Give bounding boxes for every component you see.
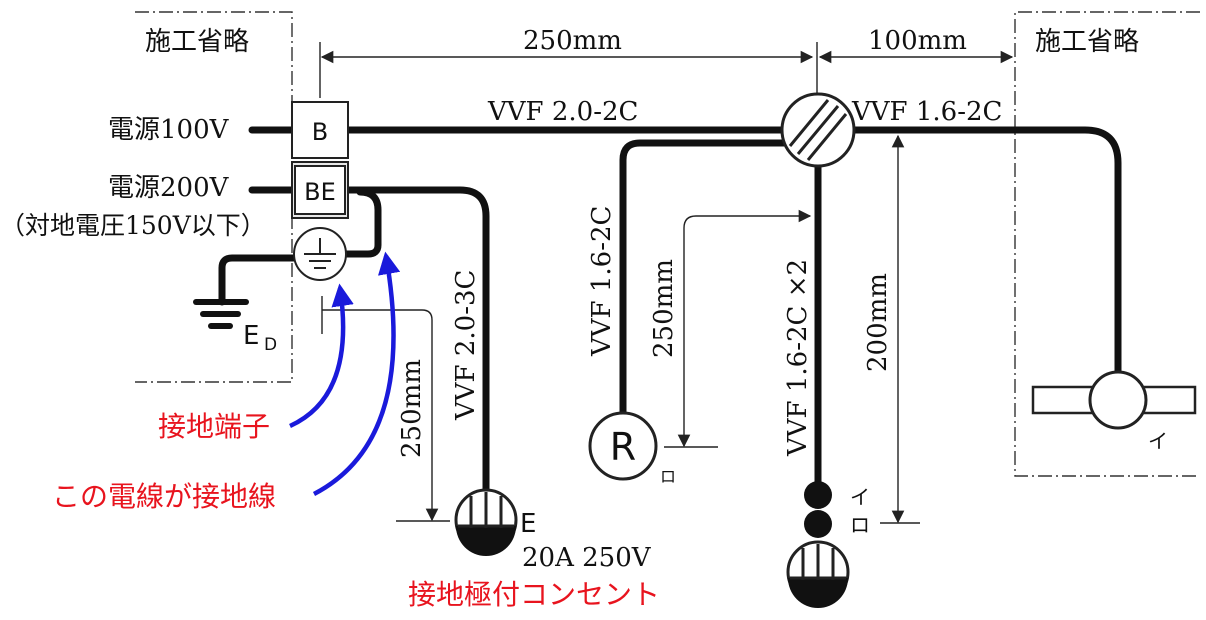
switch-ro — [804, 510, 832, 538]
earth-type-label: E — [243, 321, 259, 351]
power-200v-label: 電源200V — [108, 173, 230, 203]
dim-line-outlet-250 — [322, 309, 439, 522]
cable-label-receptacle: VVF 1.6-2C — [587, 206, 617, 357]
dim-label-top-100: 100mm — [868, 26, 967, 56]
dim-label-receptacle-250: 250mm — [649, 259, 679, 358]
callout-outlet: 接地極付コンセント — [408, 578, 660, 611]
breaker-b-label: B — [312, 118, 328, 146]
omitted-region-right — [1014, 11, 1200, 477]
cable-label-main: VVF 2.0-2C — [487, 97, 638, 127]
outlet-rating: 20A 250V — [522, 543, 652, 573]
callout-arrow-wire — [312, 251, 401, 496]
callout-arrow-terminal — [289, 283, 354, 429]
wire-ground — [218, 254, 300, 306]
callout-terminal: 接地端子 — [158, 410, 270, 443]
callout-wire: この電線が接地線 — [52, 480, 276, 513]
lamp-tag: イ — [1148, 429, 1168, 453]
dim-label-switch-200: 200mm — [863, 273, 893, 372]
omitted-label-right: 施工省略 — [1035, 27, 1139, 57]
earth-type-subscript: D — [264, 335, 277, 355]
lamp-circle — [1088, 370, 1148, 430]
receptacle-tag: ロ — [660, 467, 676, 486]
omitted-label-left: 施工省略 — [145, 27, 249, 57]
breaker-b-box — [291, 101, 349, 159]
junction-hatch-1 — [788, 99, 830, 147]
breaker-be-label: BE — [304, 178, 336, 206]
switch-i — [804, 481, 832, 509]
power-200v-note: （対地電圧150V以下） — [0, 211, 266, 240]
switch-tag-ro: ロ — [850, 513, 870, 537]
outlet-lower-fill — [788, 578, 848, 608]
breaker-be-inner — [294, 165, 346, 215]
dim-label-outlet-250: 250mm — [397, 359, 427, 458]
outlet-e-label: E — [520, 509, 536, 539]
junction-hatch-2 — [796, 105, 840, 155]
earthed-outlet-fill — [456, 526, 516, 556]
wire-earthing — [341, 188, 382, 258]
dim-label-top-250: 250mm — [523, 26, 622, 56]
cable-label-right: VVF 1.6-2C — [851, 97, 1002, 127]
cable-label-switch: VVF 1.6-2C ×2 — [783, 259, 813, 457]
junction-hatch-3 — [806, 113, 848, 161]
dim-line-receptacle-250 — [677, 209, 812, 448]
wire-right-to-lamp — [846, 126, 1122, 378]
wire-to-outlet — [344, 186, 490, 496]
power-100v-label: 電源100V — [108, 115, 230, 145]
receptacle-r-label: R — [610, 425, 636, 469]
cable-label-outlet: VVF 2.0-3C — [451, 270, 481, 421]
wire-to-receptacle — [619, 139, 794, 422]
switch-tag-i: イ — [850, 485, 870, 509]
receptacle-r — [588, 411, 658, 481]
